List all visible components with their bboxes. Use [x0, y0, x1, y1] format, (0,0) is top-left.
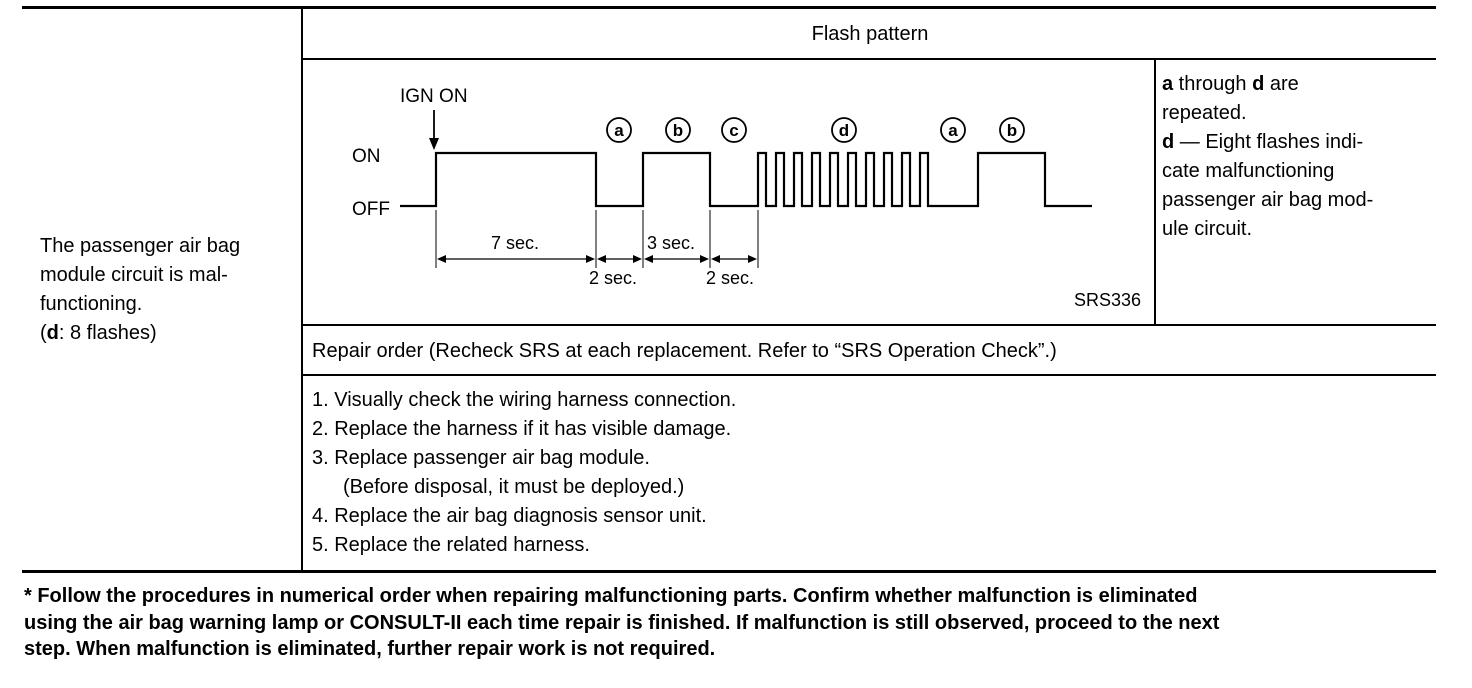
repair-order-header: Repair order (Recheck SRS at each replac… — [312, 340, 1057, 362]
svg-text:3 sec.: 3 sec. — [647, 233, 695, 253]
note-line: d — Eight flashes indi- — [1162, 128, 1373, 157]
dimension-2-sec-first: 2 sec. — [589, 255, 642, 288]
on-label: ON — [352, 146, 381, 167]
off-label: OFF — [352, 199, 390, 220]
condition-flash-count: (d: 8 flashes) — [40, 319, 240, 348]
svg-text:b: b — [1007, 121, 1017, 140]
repair-step: 5. Replace the related harness. — [312, 534, 590, 556]
repair-step: 2. Replace the harness if it has visible… — [312, 418, 732, 440]
repair-step: 1. Visually check the wiring harness con… — [312, 389, 737, 411]
svg-text:b: b — [673, 121, 683, 140]
pulse-label-b-repeat: b — [999, 117, 1025, 143]
condition-text: The passenger air bag module circuit is … — [40, 232, 240, 348]
repair-step: 3. Replace passenger air bag module. — [312, 447, 650, 469]
svg-text:c: c — [729, 121, 738, 140]
svg-text:7 sec.: 7 sec. — [491, 233, 539, 253]
repair-header-divider — [301, 374, 1436, 376]
flash-letter: d — [46, 322, 59, 344]
condition-line: functioning. — [40, 293, 143, 315]
header-divider — [301, 58, 1436, 60]
note-eight-flashes: — Eight flashes indi- — [1174, 131, 1364, 153]
pulse-label-c: c — [721, 117, 747, 143]
pattern-note: a through d are repeated. d — Eight flas… — [1162, 70, 1373, 244]
flash-count: : 8 flashes) — [58, 322, 157, 344]
note-line: passenger air bag mod- — [1162, 189, 1374, 211]
condition-line: The passenger air bag — [40, 235, 241, 257]
pulse-label-a-repeat: a — [940, 117, 966, 143]
dimension-2-sec-second: 2 sec. — [706, 255, 757, 288]
repair-step: 4. Replace the air bag diagnosis sensor … — [312, 505, 707, 527]
svg-text:2 sec.: 2 sec. — [589, 268, 637, 288]
note-line: ule circuit. — [1162, 218, 1253, 240]
note-are: are — [1264, 73, 1299, 95]
ign-arrow-head — [429, 138, 439, 150]
table-top-border — [22, 6, 1436, 9]
note-line: a through d are — [1162, 70, 1373, 99]
column-divider — [301, 6, 303, 572]
paren: ( — [40, 322, 47, 344]
footnote-line: step. When malfunction is eliminated, fu… — [24, 638, 716, 660]
figure-id: SRS336 — [1074, 290, 1141, 310]
note-letter-d: d — [1162, 131, 1175, 153]
svg-text:a: a — [948, 121, 958, 140]
svg-text:2 sec.: 2 sec. — [706, 268, 754, 288]
footnote: * Follow the procedures in numerical ord… — [24, 583, 1219, 663]
pulse-label-d: d — [831, 117, 857, 143]
dimension-3-sec: 3 sec. — [644, 233, 709, 263]
note-letter-a: a — [1162, 73, 1174, 95]
diagram-bottom-divider — [301, 324, 1436, 326]
repair-steps: 1. Visually check the wiring harness con… — [312, 386, 736, 560]
svg-text:d: d — [839, 121, 849, 140]
pulse-label-b: b — [665, 117, 691, 143]
repair-step-note: (Before disposal, it must be deployed.) — [343, 476, 685, 498]
note-line: cate malfunctioning — [1162, 160, 1335, 182]
dimension-extension-lines — [435, 210, 759, 268]
dimension-7-sec: 7 sec. — [437, 233, 595, 263]
ign-on-label: IGN ON — [400, 86, 468, 107]
note-through: through — [1173, 73, 1253, 95]
footnote-line: * Follow the procedures in numerical ord… — [24, 585, 1198, 607]
table-bottom-border — [22, 570, 1436, 573]
flash-pattern-header: Flash pattern — [811, 23, 929, 45]
svg-text:a: a — [614, 121, 624, 140]
pulse-label-a: a — [606, 117, 632, 143]
signal-waveform — [400, 151, 1092, 208]
footnote-line: using the air bag warning lamp or CONSUL… — [24, 611, 1220, 634]
note-line: repeated. — [1162, 102, 1247, 124]
condition-line: module circuit is mal- — [40, 264, 228, 286]
note-letter-d: d — [1252, 73, 1265, 95]
note-divider — [1154, 58, 1156, 326]
